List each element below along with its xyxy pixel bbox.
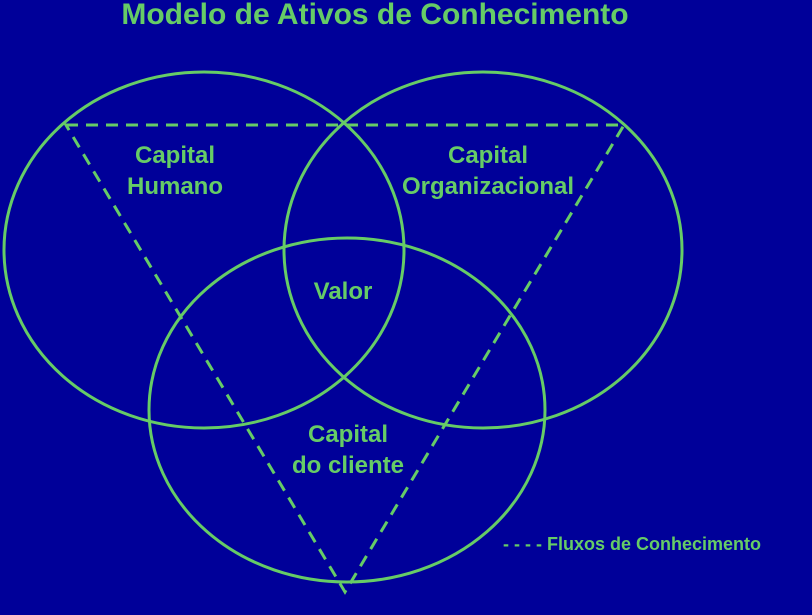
knowledge-flow-triangle xyxy=(63,123,627,595)
label-value: Valor xyxy=(313,278,373,305)
label-line: Organizacional xyxy=(401,173,575,200)
label-human-capital: Capital Humano xyxy=(95,140,255,202)
label-client-capital: Capital do cliente xyxy=(268,419,428,481)
label-line: Capital xyxy=(134,142,215,169)
label-line: Capital xyxy=(447,142,528,169)
legend: - - - - Fluxos de Conhecimento xyxy=(503,534,761,555)
legend-text: Fluxos de Conhecimento xyxy=(547,534,762,554)
circle-human-capital xyxy=(2,70,406,430)
circle-client-capital xyxy=(147,236,547,584)
label-line: do cliente xyxy=(291,452,405,479)
diagram-title: Modelo de Ativos de Conhecimento xyxy=(121,0,629,31)
legend-dash-marker: - - - - xyxy=(503,534,542,554)
circle-organizational-capital xyxy=(282,70,684,430)
label-line: Capital xyxy=(307,421,388,448)
label-line: Humano xyxy=(127,173,223,200)
label-organizational-capital: Capital Organizacional xyxy=(388,140,588,202)
